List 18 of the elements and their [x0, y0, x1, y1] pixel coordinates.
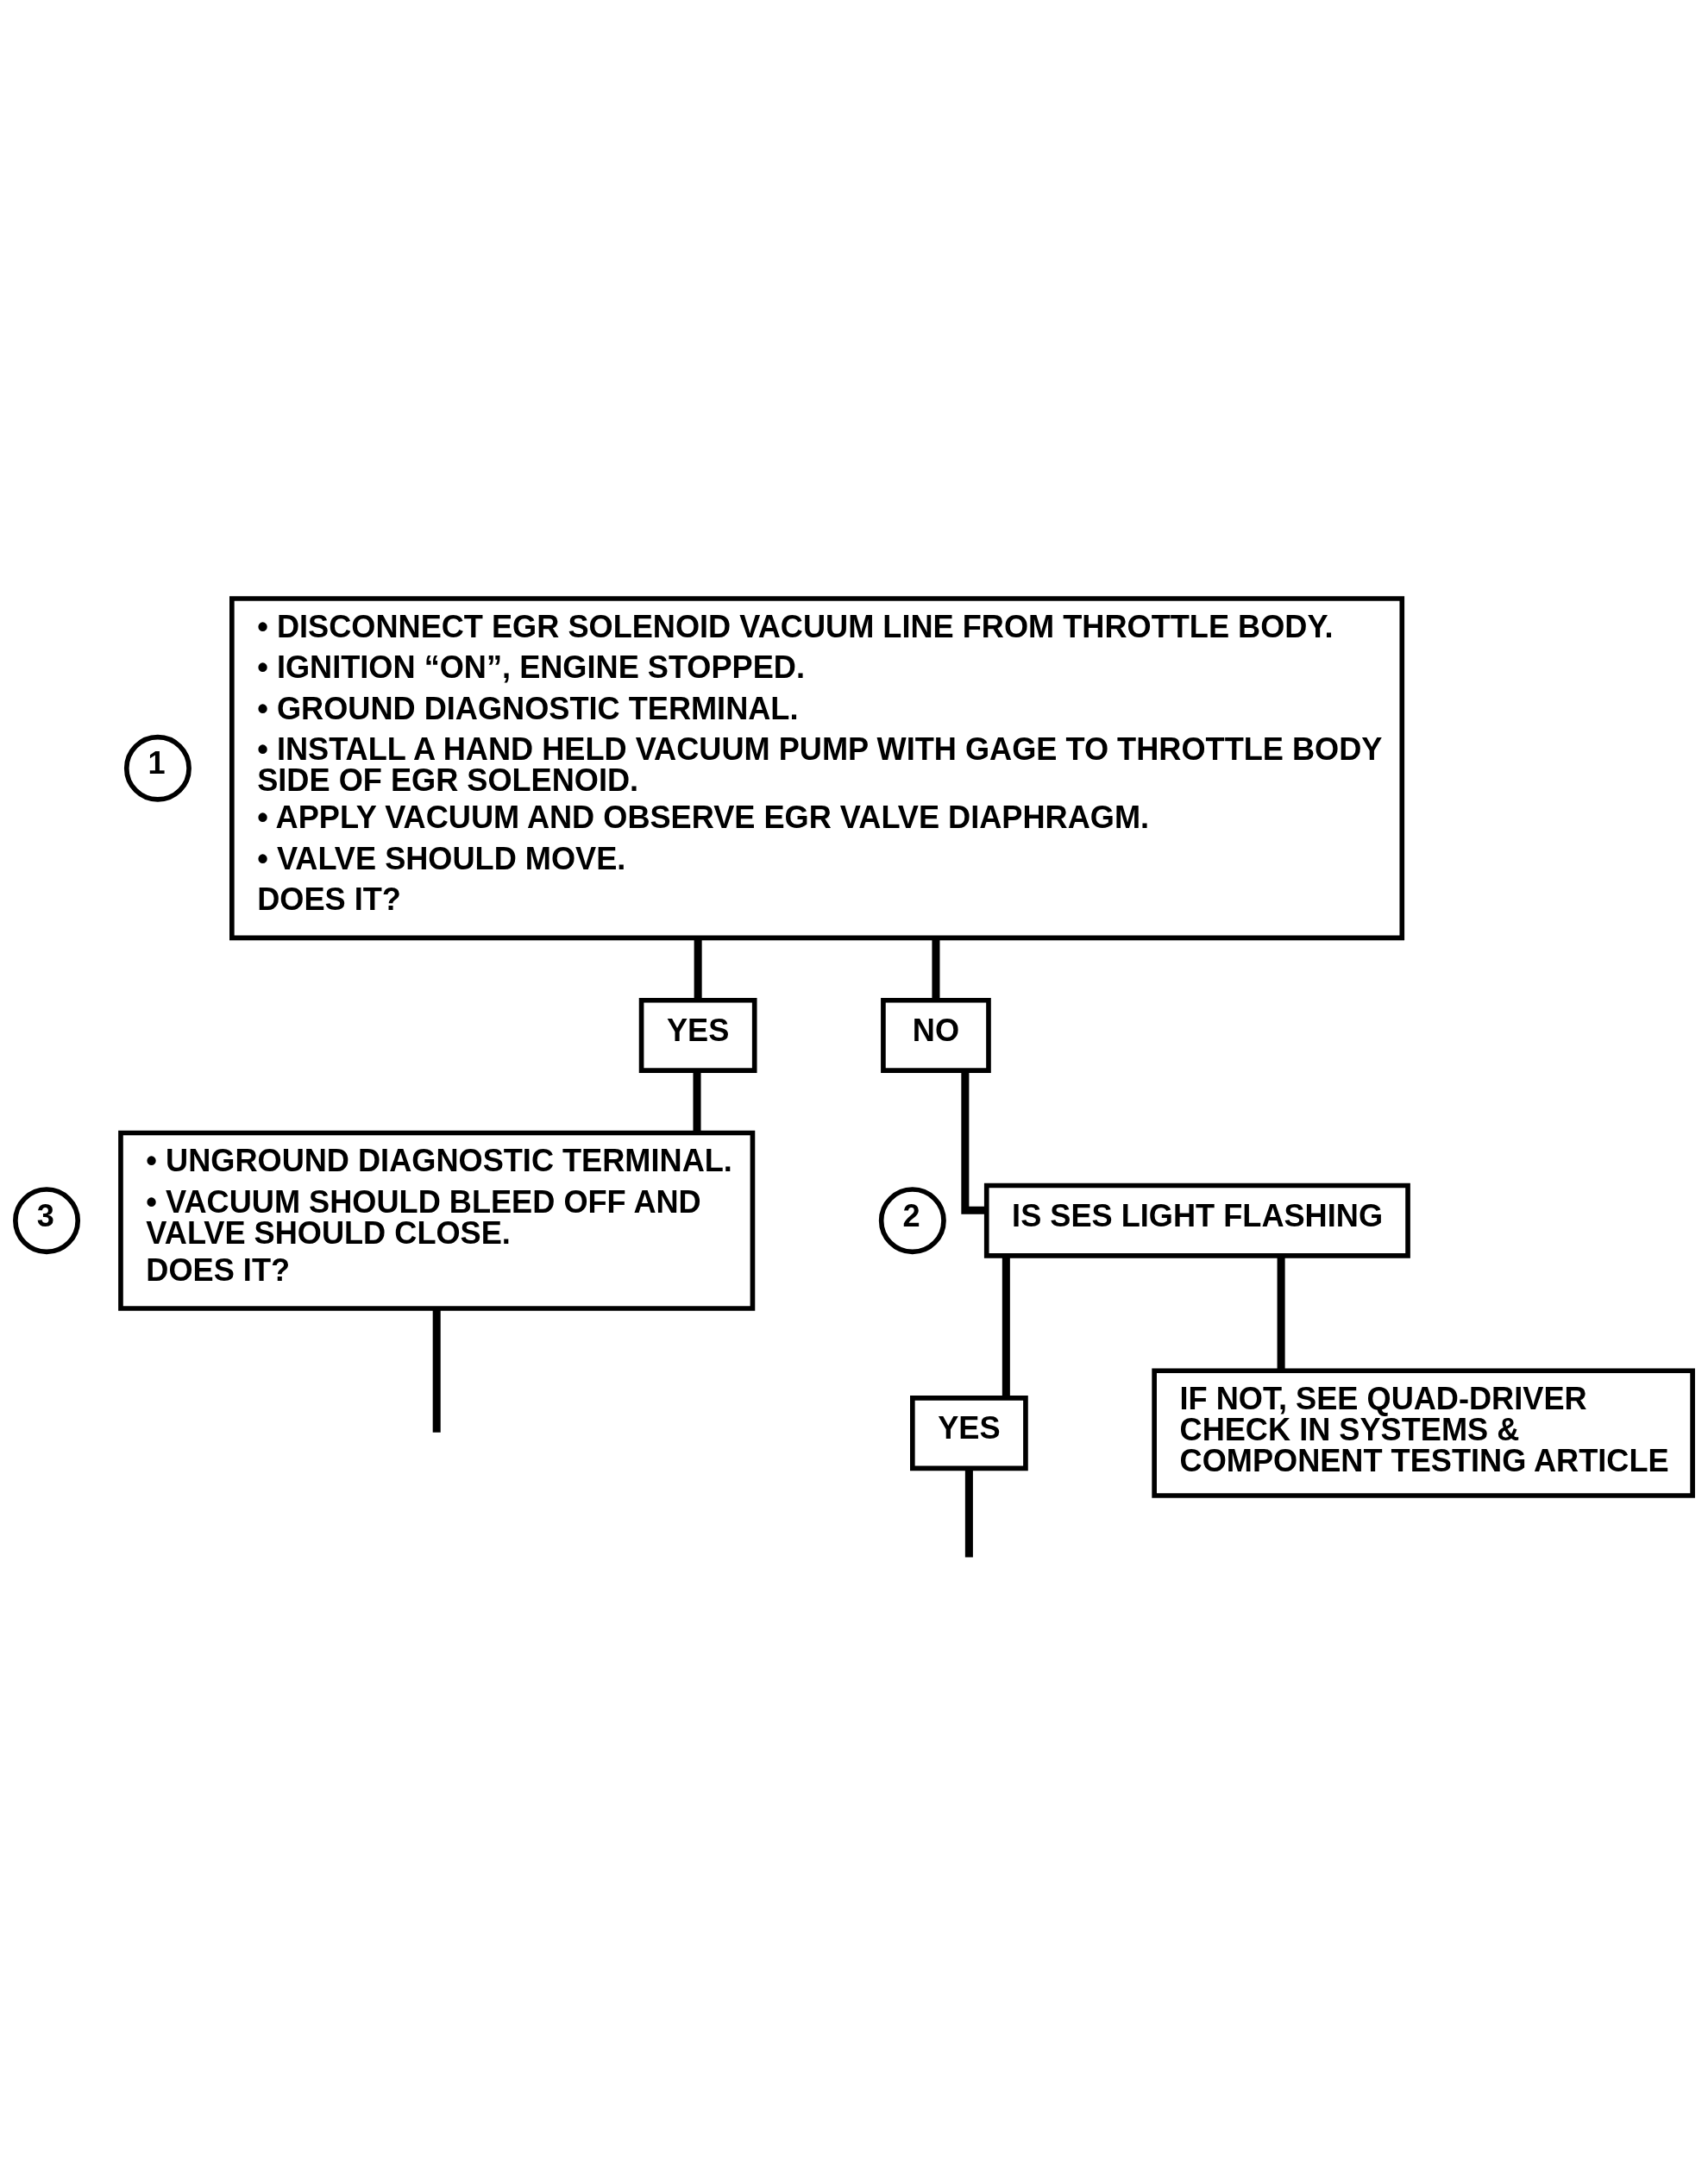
- node-circle: 1: [123, 734, 192, 802]
- node-box: • UNGROUND DIAGNOSTIC TERMINAL. • VACUUM SHOULD BLEED OFF AND VALVE SHOULD CLOSE. DOES IT?: [118, 1130, 756, 1311]
- connector: [694, 938, 702, 1000]
- node-circle: 2: [878, 1187, 946, 1255]
- connector: [932, 938, 940, 1000]
- node-box: YES: [638, 997, 757, 1073]
- node-box: • DISCONNECT EGR SOLENOID VACUUM LINE FROM THROTTLE BODY. • IGNITION “ON”, ENGINE STOPPED. • GROUND DIAGNOSTIC TERMINAL. • INSTALL A HAND HELD VACUUM PUMP WITH GAGE TO THROTTLE BODY SIDE OF EGR SOLENOID. • APPLY VACUUM AND OBSERVE EGR VALVE DIAPHRAGM. • VALVE SHOULD MOVE. DOES IT?: [229, 596, 1405, 941]
- connector: [964, 1468, 973, 1558]
- node-box: NO: [881, 997, 991, 1073]
- node-box: IS SES LIGHT FLASHING: [983, 1183, 1410, 1258]
- connector: [693, 1070, 701, 1133]
- connector: [961, 1070, 987, 1214]
- connector: [1002, 1257, 1010, 1398]
- node-box: YES: [910, 1396, 1028, 1471]
- node-circle: 3: [13, 1187, 81, 1255]
- node-box: IF NOT, SEE QUAD-DRIVER CHECK IN SYSTEMS & COMPONENT TESTING ARTICLE: [1152, 1368, 1695, 1498]
- connector: [432, 1308, 441, 1433]
- connector: [1277, 1257, 1285, 1371]
